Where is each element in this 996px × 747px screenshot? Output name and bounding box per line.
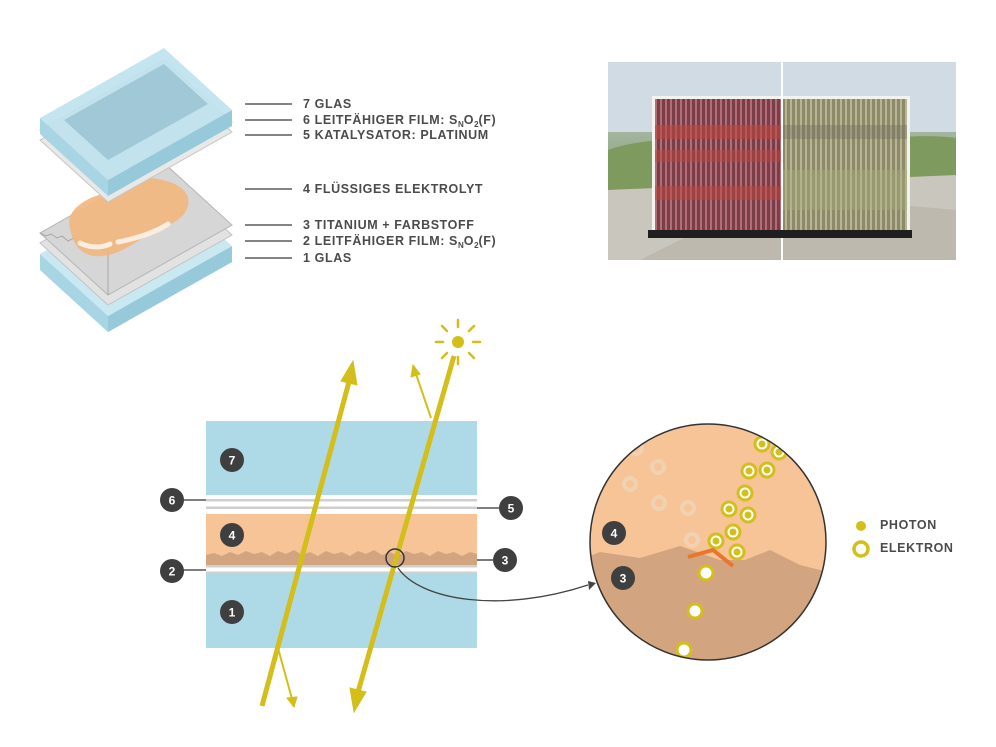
stack-leader-lines xyxy=(245,103,292,259)
number-badges: 7 6 5 4 3 2 1 4 3 xyxy=(160,448,635,624)
layer-5-catalyst xyxy=(206,501,477,507)
badge-1: 1 xyxy=(220,600,244,624)
photon-legend-icon xyxy=(856,521,866,531)
layer-1-glass xyxy=(206,574,477,648)
faded-electrons xyxy=(622,440,700,548)
badge-5: 5 xyxy=(499,496,523,520)
svg-text:5: 5 xyxy=(508,502,515,516)
zoom-badge-3: 3 xyxy=(611,566,635,590)
badge-2: 2 xyxy=(160,559,184,583)
legend-symbols xyxy=(852,521,870,558)
svg-text:4: 4 xyxy=(229,529,236,543)
stack-label-6: 6 LEITFÄHIGER FILM: SNO2(F) xyxy=(303,113,497,129)
zoom-badge-4: 4 xyxy=(602,521,626,545)
stack-label-1: 1 GLAS xyxy=(303,251,352,265)
legend-electron-label: ELEKTRON xyxy=(880,541,954,555)
catalyst-mark xyxy=(687,547,735,568)
layer-7-glass xyxy=(206,421,477,495)
zoom-detail xyxy=(590,424,826,660)
light-beams xyxy=(259,355,457,714)
layer-3-titanium xyxy=(206,550,477,565)
magnify-marker xyxy=(385,548,405,568)
stack-label-5: 5 KATALYSATOR: PLATINUM xyxy=(303,128,489,142)
layer-6-film xyxy=(206,495,477,499)
svg-text:3: 3 xyxy=(620,572,627,586)
electron-legend-icon xyxy=(852,540,870,558)
stack-label-2: 2 LEITFÄHIGER FILM: SNO2(F) xyxy=(303,234,497,250)
svg-text:3: 3 xyxy=(502,554,509,568)
stack-label-4: 4 FLÜSSIGES ELEKTROLYT xyxy=(303,182,484,196)
badge-7: 7 xyxy=(220,448,244,472)
svg-text:4: 4 xyxy=(611,527,618,541)
badge-3: 3 xyxy=(493,548,517,572)
svg-text:6: 6 xyxy=(169,494,176,508)
stack-label-7: 7 GLAS xyxy=(303,97,352,111)
svg-text:7: 7 xyxy=(229,454,236,468)
badge-6: 6 xyxy=(160,488,184,512)
badge-4: 4 xyxy=(220,523,244,547)
exploded-layer-stack xyxy=(39,48,233,332)
stack-label-3: 3 TITANIUM + FARBSTOFF xyxy=(303,218,475,232)
layer-2-film xyxy=(206,565,477,568)
legend-photon-label: PHOTON xyxy=(880,518,937,532)
cross-section xyxy=(183,421,499,648)
sun-icon xyxy=(434,318,482,366)
zoom-connector-arrow xyxy=(397,567,589,602)
svg-text:2: 2 xyxy=(169,565,176,579)
svg-text:1: 1 xyxy=(229,606,236,620)
solar-panel-photo xyxy=(608,62,956,260)
